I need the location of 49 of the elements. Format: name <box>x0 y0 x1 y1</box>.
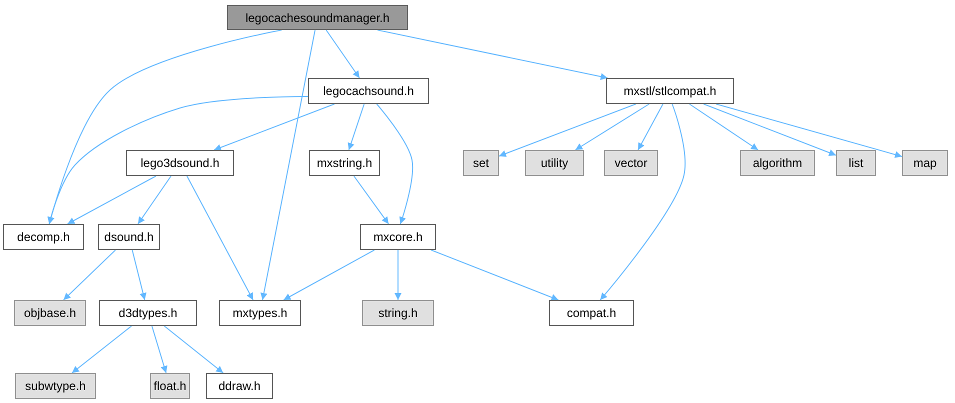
arrow <box>703 104 836 156</box>
file-node: set <box>463 150 499 176</box>
arrow <box>186 176 254 300</box>
arrow <box>430 250 559 301</box>
file-node: list <box>836 150 876 176</box>
file-node: decomp.h <box>3 224 84 250</box>
arrow <box>283 250 375 300</box>
arrow <box>48 30 282 224</box>
file-node: mxtypes.h <box>219 300 301 326</box>
file-node: ddraw.h <box>206 373 273 399</box>
arrow <box>63 250 116 300</box>
file-node: objbase.h <box>14 300 86 326</box>
arrow <box>47 96 308 224</box>
arrow <box>132 250 146 300</box>
file-node: legocachesoundmanager.h <box>227 5 408 30</box>
arrow <box>348 104 365 150</box>
arrow <box>376 30 608 80</box>
arrow <box>394 250 402 300</box>
file-node: float.h <box>150 373 190 399</box>
arrow <box>137 176 172 224</box>
arrow <box>260 30 316 300</box>
arrow <box>638 104 664 150</box>
arrow <box>326 30 360 78</box>
arrow <box>353 176 390 224</box>
arrow <box>688 104 759 150</box>
file-node: legocachsound.h <box>308 78 429 104</box>
file-node: compat.h <box>549 300 634 326</box>
file-node: algorithm <box>740 150 815 176</box>
arrow <box>574 104 650 150</box>
file-node: mxstring.h <box>309 150 380 176</box>
arrow <box>376 104 414 224</box>
arrow <box>214 104 335 151</box>
file-node: mxstl/stlcompat.h <box>606 78 734 104</box>
arrow <box>66 176 157 224</box>
file-node: lego3dsound.h <box>126 150 234 176</box>
file-node: mxcore.h <box>360 224 436 250</box>
file-node: map <box>902 150 948 176</box>
file-node: d3dtypes.h <box>99 300 197 326</box>
arrow <box>151 326 168 374</box>
file-node: string.h <box>362 300 434 326</box>
arrow <box>600 104 686 300</box>
file-node: subwtype.h <box>15 373 96 399</box>
arrow <box>498 104 636 157</box>
file-node: utility <box>525 150 584 176</box>
file-node: dsound.h <box>98 224 160 250</box>
arrow <box>164 326 224 374</box>
arrow <box>716 104 902 158</box>
arrow <box>71 326 132 374</box>
file-node: vector <box>604 150 658 176</box>
